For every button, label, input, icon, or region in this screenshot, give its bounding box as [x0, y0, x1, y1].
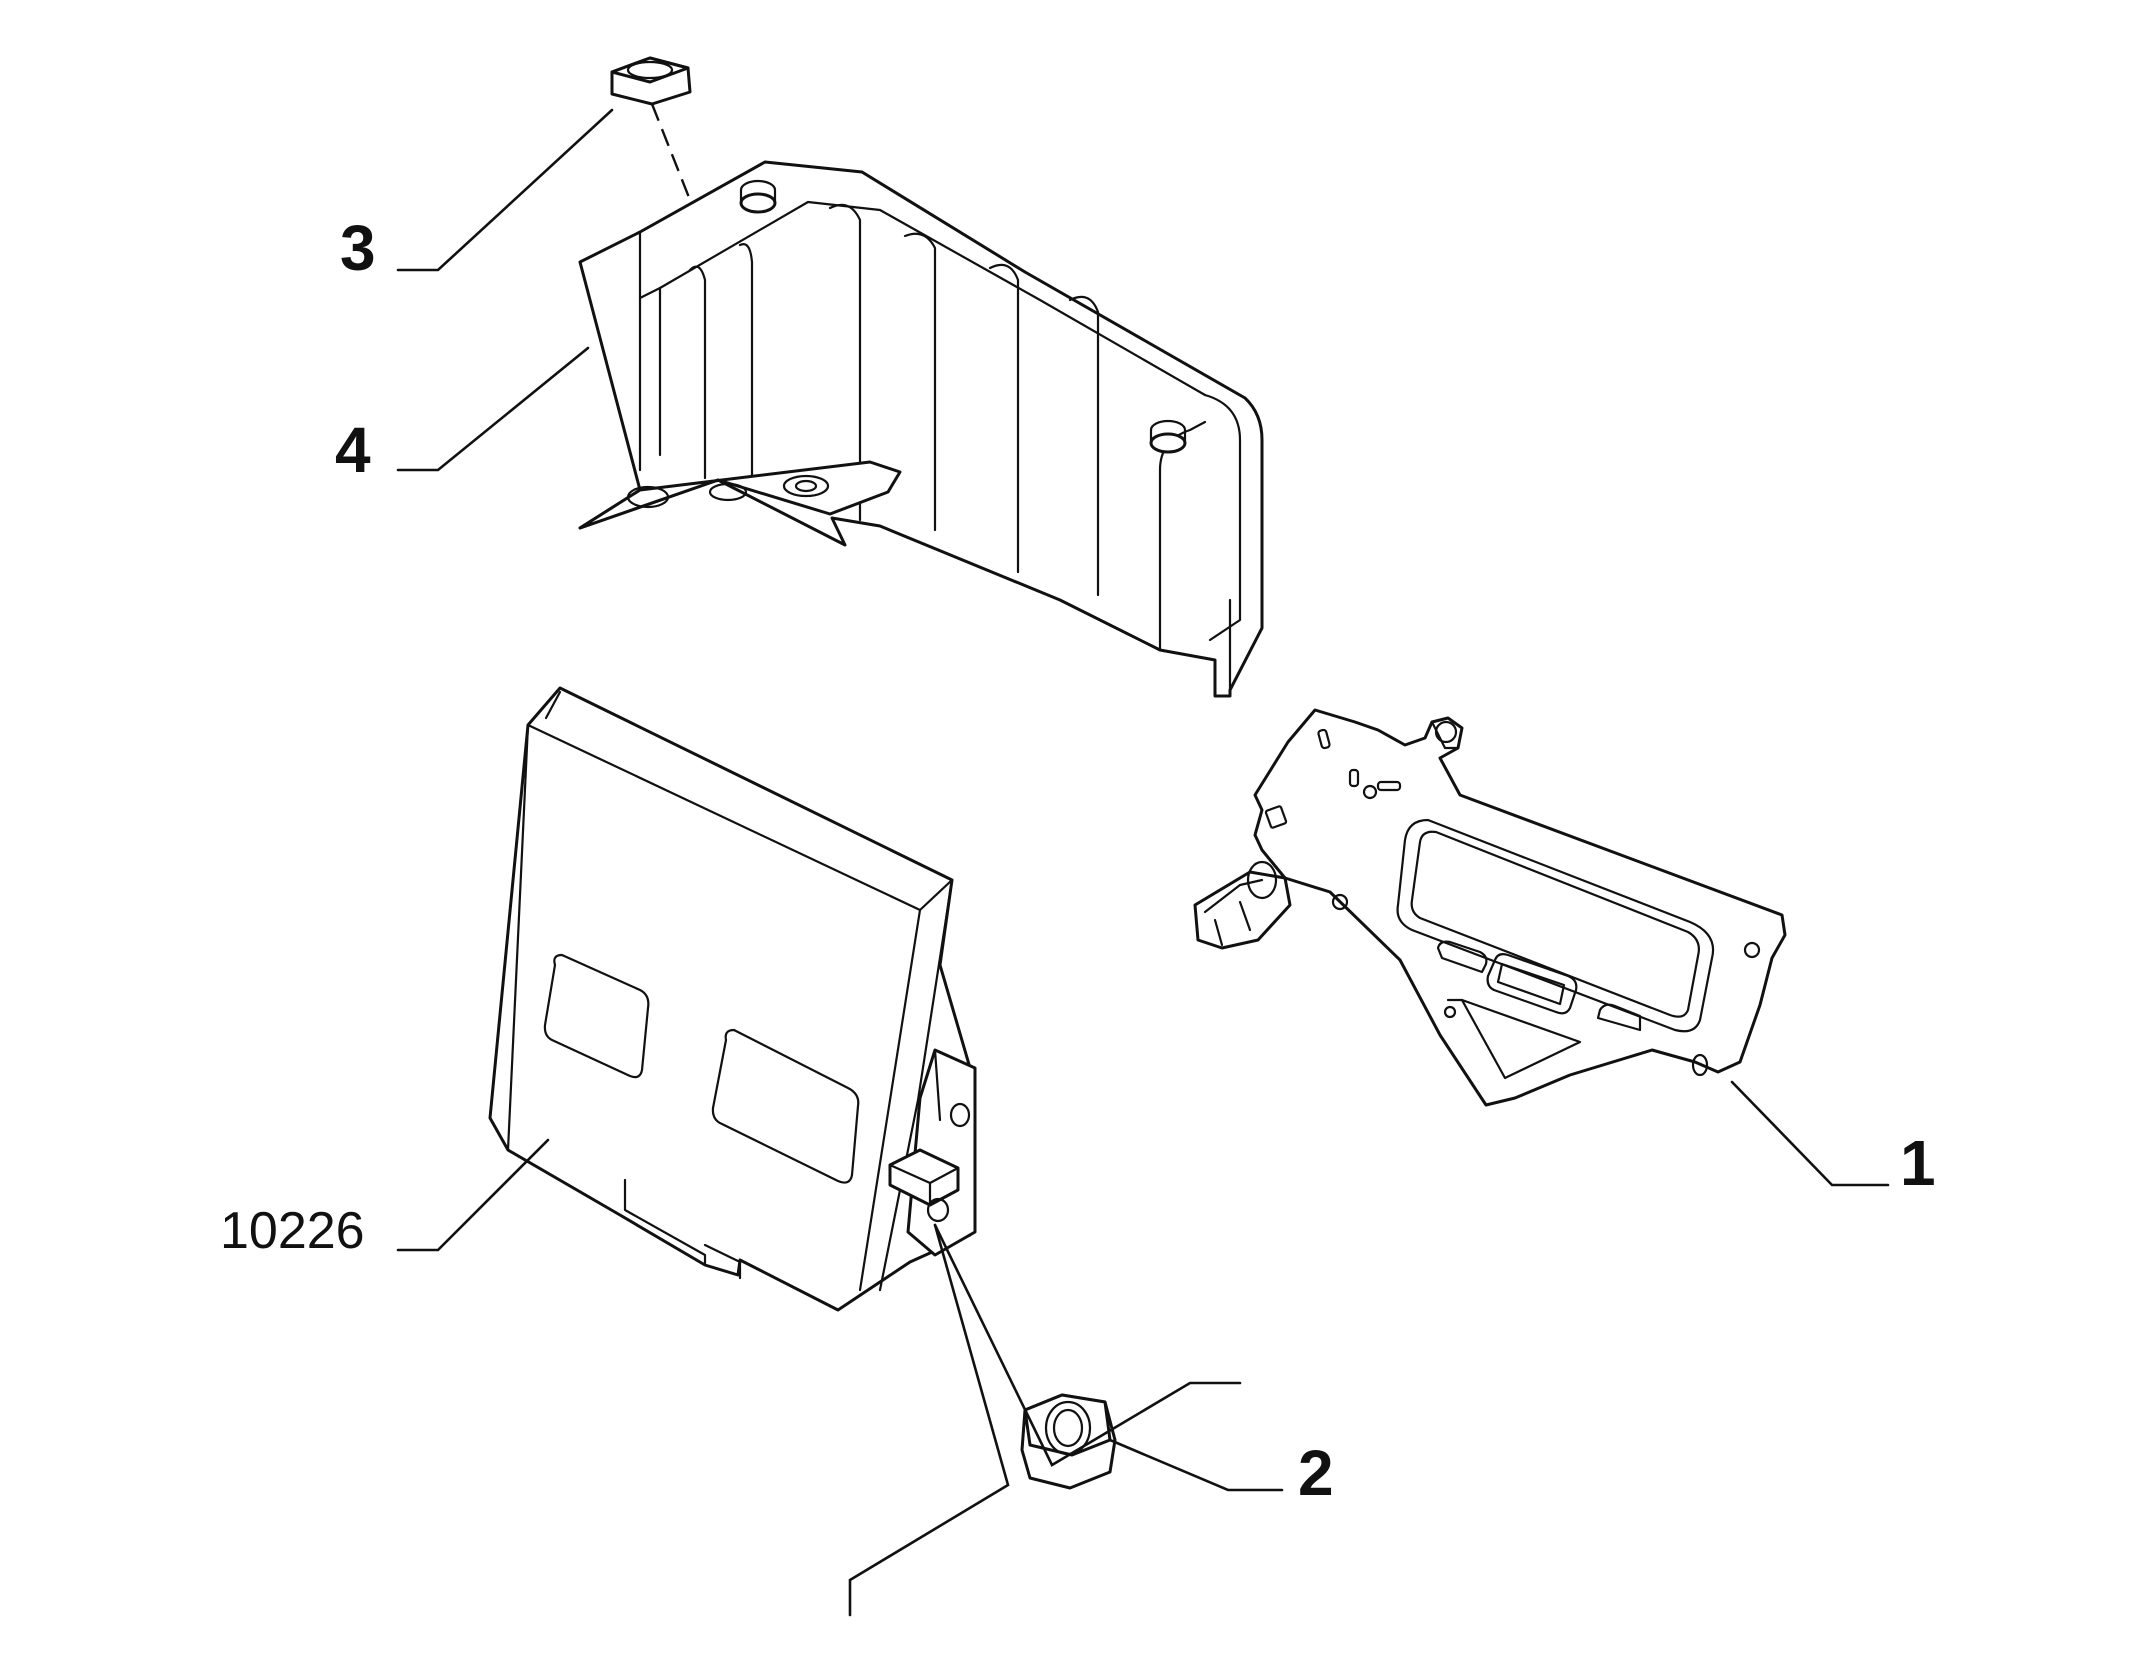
leader-line-open-lower	[848, 1223, 1010, 1617]
leader-line-2	[1108, 1438, 1284, 1492]
leader-line-10226	[396, 1138, 550, 1252]
hex-nut-part-2	[1020, 1393, 1117, 1490]
leader-lines	[396, 108, 1890, 1617]
callout-4: 4	[335, 414, 371, 486]
electronic-control-unit-10226	[488, 686, 977, 1312]
hex-nut-part-3	[610, 56, 692, 106]
leader-line-1	[1730, 1080, 1890, 1187]
callout-10226: 10226	[220, 1202, 365, 1260]
callout-1: 1	[1900, 1127, 1936, 1199]
leader-line-3	[396, 108, 614, 272]
leader-line-4	[396, 346, 590, 472]
callout-2: 2	[1298, 1437, 1334, 1509]
mounting-bracket-part-1	[1193, 708, 1787, 1107]
protective-cover-part-4	[578, 160, 1264, 698]
leader-line-open-upper	[933, 1223, 1242, 1467]
callout-3: 3	[340, 212, 376, 284]
